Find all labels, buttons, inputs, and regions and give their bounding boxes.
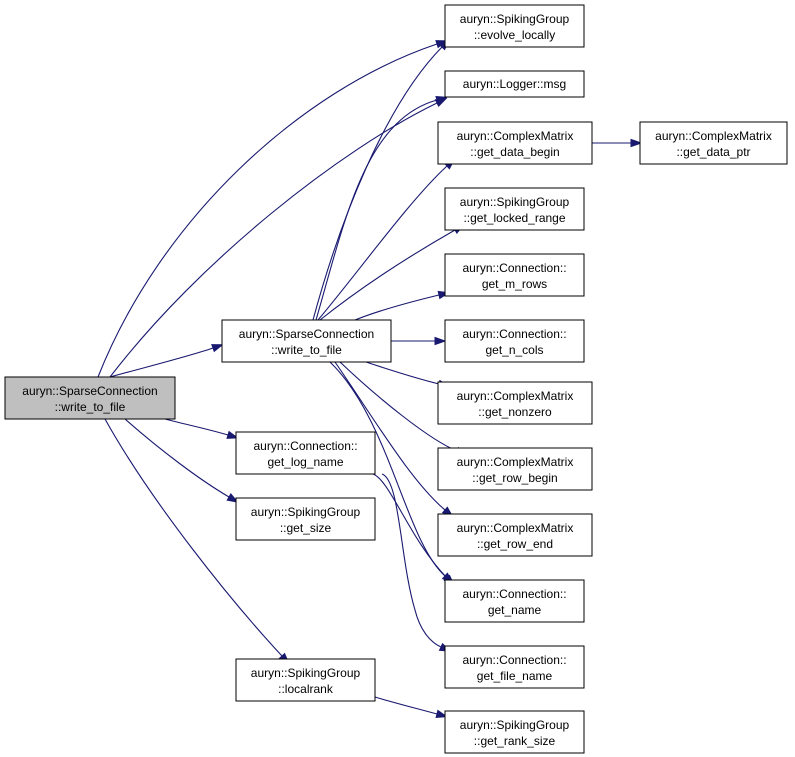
node-localrank[interactable]: auryn::SpikingGroup::localrank [235,658,376,702]
node-nonzero[interactable]: auryn::ComplexMatrix::get_nonzero [437,381,593,425]
node-label-line1: auryn::ComplexMatrix [457,455,574,469]
node-label-line1: auryn::Connection:: [462,587,566,601]
node-label-line1: auryn::Connection:: [462,261,566,275]
node-locked[interactable]: auryn::SpikingGroup::get_locked_range [444,187,585,231]
node-ncols[interactable]: auryn::Connection::get_n_cols [444,319,585,363]
node-label-line1: auryn::SparseConnection [239,327,374,341]
node-label-line2: get_file_name [477,669,553,683]
node-label-line2: get_n_cols [485,343,543,357]
node-label-line2: get_log_name [267,455,343,469]
node-label-line1: auryn::SpikingGroup [460,718,570,732]
node-filename[interactable]: auryn::Connection::get_file_name [444,645,585,689]
edge-wtf2-to-nonzero [365,361,451,389]
node-label-line2: ::write_to_file [55,400,126,414]
call-edges [97,38,643,719]
node-logname[interactable]: auryn::Connection::get_log_name [235,431,376,475]
node-label-line1: auryn::ComplexMatrix [457,129,574,143]
node-label-line1: auryn::SpikingGroup [251,666,361,680]
edge-wtf2-to-msg [315,95,449,321]
node-label-line2: get_m_rows [482,277,547,291]
edge-root-to-logname [164,418,240,439]
node-msg[interactable]: auryn::Logger::msg [444,70,585,98]
edge-logname-to-filename [381,473,452,652]
node-label-line1: auryn::SpikingGroup [460,195,570,209]
node-label-line1: auryn::Connection:: [462,327,566,341]
node-dataptr[interactable]: auryn::ComplexMatrix::get_data_ptr [639,121,788,165]
node-label-line1: auryn::Logger::msg [463,77,566,91]
node-label-line1: auryn::SpikingGroup [460,12,570,26]
node-label-line1: auryn::ComplexMatrix [655,129,772,143]
node-getsize[interactable]: auryn::SpikingGroup::get_size [235,497,376,541]
edge-wtf2-to-evolve [312,38,451,321]
node-wtf2[interactable]: auryn::SparseConnection::write_to_file [221,319,392,363]
node-getname[interactable]: auryn::Connection::get_name [444,579,585,623]
node-label-line2: ::get_size [280,521,332,535]
node-label-line1: auryn::SpikingGroup [251,505,361,519]
call-nodes: auryn::SparseConnection::write_to_fileau… [4,4,788,754]
node-rowbegin[interactable]: auryn::ComplexMatrix::get_row_begin [437,447,593,491]
node-label-line1: auryn::Connection:: [253,439,357,453]
edge-databegin-to-dataptr [592,138,643,148]
node-databegin[interactable]: auryn::ComplexMatrix::get_data_begin [437,121,593,165]
node-evolve[interactable]: auryn::SpikingGroup::evolve_locally [444,4,585,48]
node-label-line1: auryn::Connection:: [462,653,566,667]
edge-localrank-to-ranksize [374,696,449,719]
node-label-line2: ::get_locked_range [463,211,565,225]
edge-root-to-getsize [124,418,239,503]
node-label-line2: ::get_row_begin [472,471,557,485]
node-label-line2: ::get_nonzero [478,405,552,419]
node-ranksize[interactable]: auryn::SpikingGroup::get_rank_size [444,710,585,754]
node-label-line2: ::get_row_end [477,537,553,551]
node-root[interactable]: auryn::SparseConnection::write_to_file [4,376,176,420]
node-label-line2: ::evolve_locally [474,28,555,42]
edge-wtf2-to-mrows [354,290,451,321]
node-label-line2: ::get_data_begin [470,145,559,159]
edge-wtf2-to-locked [319,224,465,321]
edge-wtf2-to-ncols [391,336,447,346]
node-label-line1: auryn::ComplexMatrix [457,389,574,403]
node-label-line2: ::localrank [278,682,334,696]
edge-root-to-wtf2 [109,344,224,378]
node-label-line2: ::get_rank_size [474,734,556,748]
node-label-line2: get_name [488,603,542,617]
node-label-line2: ::write_to_file [271,343,342,357]
node-label-line1: auryn::SparseConnection [22,384,157,398]
node-mrows[interactable]: auryn::Connection::get_m_rows [444,253,585,297]
node-rowend[interactable]: auryn::ComplexMatrix::get_row_end [437,513,593,557]
node-label-line1: auryn::ComplexMatrix [457,521,574,535]
node-label-line2: ::get_data_ptr [676,145,750,159]
